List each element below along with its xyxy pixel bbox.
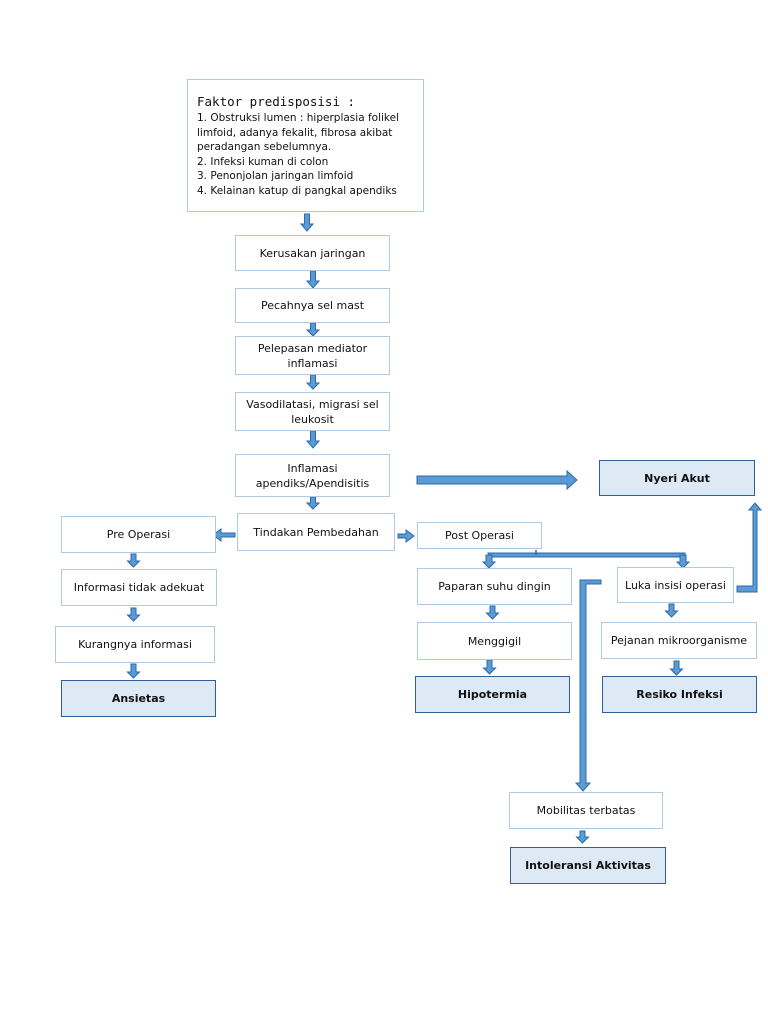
- node-informasi: Informasi tidak adekuat: [61, 569, 217, 606]
- arrow-tindakan-to-pre: [212, 528, 236, 542]
- arrow-pecahnya-to-pelepasan: [305, 322, 321, 337]
- factor-item-1: 1. Obstruksi lumen : hiperplasia folikel…: [197, 112, 400, 153]
- arrow-branch-to-paparan: [481, 554, 497, 569]
- node-mobilitas: Mobilitas terbatas: [509, 792, 663, 829]
- node-pecahnya: Pecahnya sel mast: [235, 288, 390, 323]
- arrow-informasi-to-kurangnya: [126, 607, 141, 622]
- node-kerusakan: Kerusakan jaringan: [235, 235, 390, 271]
- node-post-operasi: Post Operasi: [417, 522, 542, 549]
- arrow-menggigil-to-hipotermia: [482, 659, 497, 675]
- arrow-inflamasi-to-tindakan: [305, 496, 321, 510]
- factor-title: Faktor predisposisi :: [197, 94, 356, 109]
- arrow-kurangnya-to-ansietas: [126, 663, 141, 679]
- arrow-paparan-to-menggigil: [485, 605, 500, 620]
- arrow-to-mobilitas: [574, 579, 602, 792]
- arrow-inflamasi-to-nyeri: [416, 469, 578, 491]
- arrow-kerusakan-to-pecahnya: [305, 270, 321, 289]
- arrow-pejanan-to-resiko: [669, 660, 684, 676]
- arrow-tindakan-to-post: [397, 529, 415, 543]
- factor-item-4: 4. Kelainan katup di pangkal apendiks: [197, 184, 397, 197]
- node-paparan: Paparan suhu dingin: [417, 568, 572, 605]
- node-luka: Luka insisi operasi: [617, 567, 734, 603]
- arrow-luka-to-pejanan: [664, 603, 679, 618]
- diagnosis-resiko-infeksi: Resiko Infeksi: [602, 676, 757, 713]
- node-vasodilatasi: Vasodilatasi, migrasi sel leukosit: [235, 392, 390, 431]
- node-inflamasi: Inflamasi apendiks/Apendisitis: [235, 454, 390, 497]
- node-tindakan: Tindakan Pembedahan: [237, 513, 395, 551]
- diagnosis-ansietas: Ansietas: [61, 680, 216, 717]
- node-pejanan: Pejanan mikroorganisme: [601, 622, 757, 659]
- arrow-factor-to-kerusakan: [299, 213, 315, 232]
- arrow-pre-to-informasi: [126, 553, 141, 568]
- arrow-pelepasan-to-vasodilatasi: [305, 374, 321, 390]
- diagnosis-nyeri-akut: Nyeri Akut: [599, 460, 755, 496]
- arrow-vasodilatasi-to-inflamasi: [305, 430, 321, 449]
- arrow-mobilitas-to-intoleransi: [575, 830, 590, 844]
- diagnosis-intoleransi-aktivitas: Intoleransi Aktivitas: [510, 847, 666, 884]
- node-menggigil: Menggigil: [417, 622, 572, 660]
- diagnosis-hipotermia: Hipotermia: [415, 676, 570, 713]
- arrow-luka-to-nyeri: [736, 502, 763, 593]
- node-pelepasan: Pelepasan mediator inflamasi: [235, 336, 390, 375]
- factor-item-3: 3. Penonjolan jaringan limfoid: [197, 170, 354, 182]
- factor-box: Faktor predisposisi : 1. Obstruksi lumen…: [187, 79, 424, 212]
- node-kurangnya: Kurangnya informasi: [55, 626, 215, 663]
- node-pre-operasi: Pre Operasi: [61, 516, 216, 553]
- arrow-post-branch: [487, 552, 686, 558]
- factor-item-2: 2. Infeksi kuman di colon: [197, 155, 329, 168]
- arrow-branch-to-luka: [675, 554, 691, 569]
